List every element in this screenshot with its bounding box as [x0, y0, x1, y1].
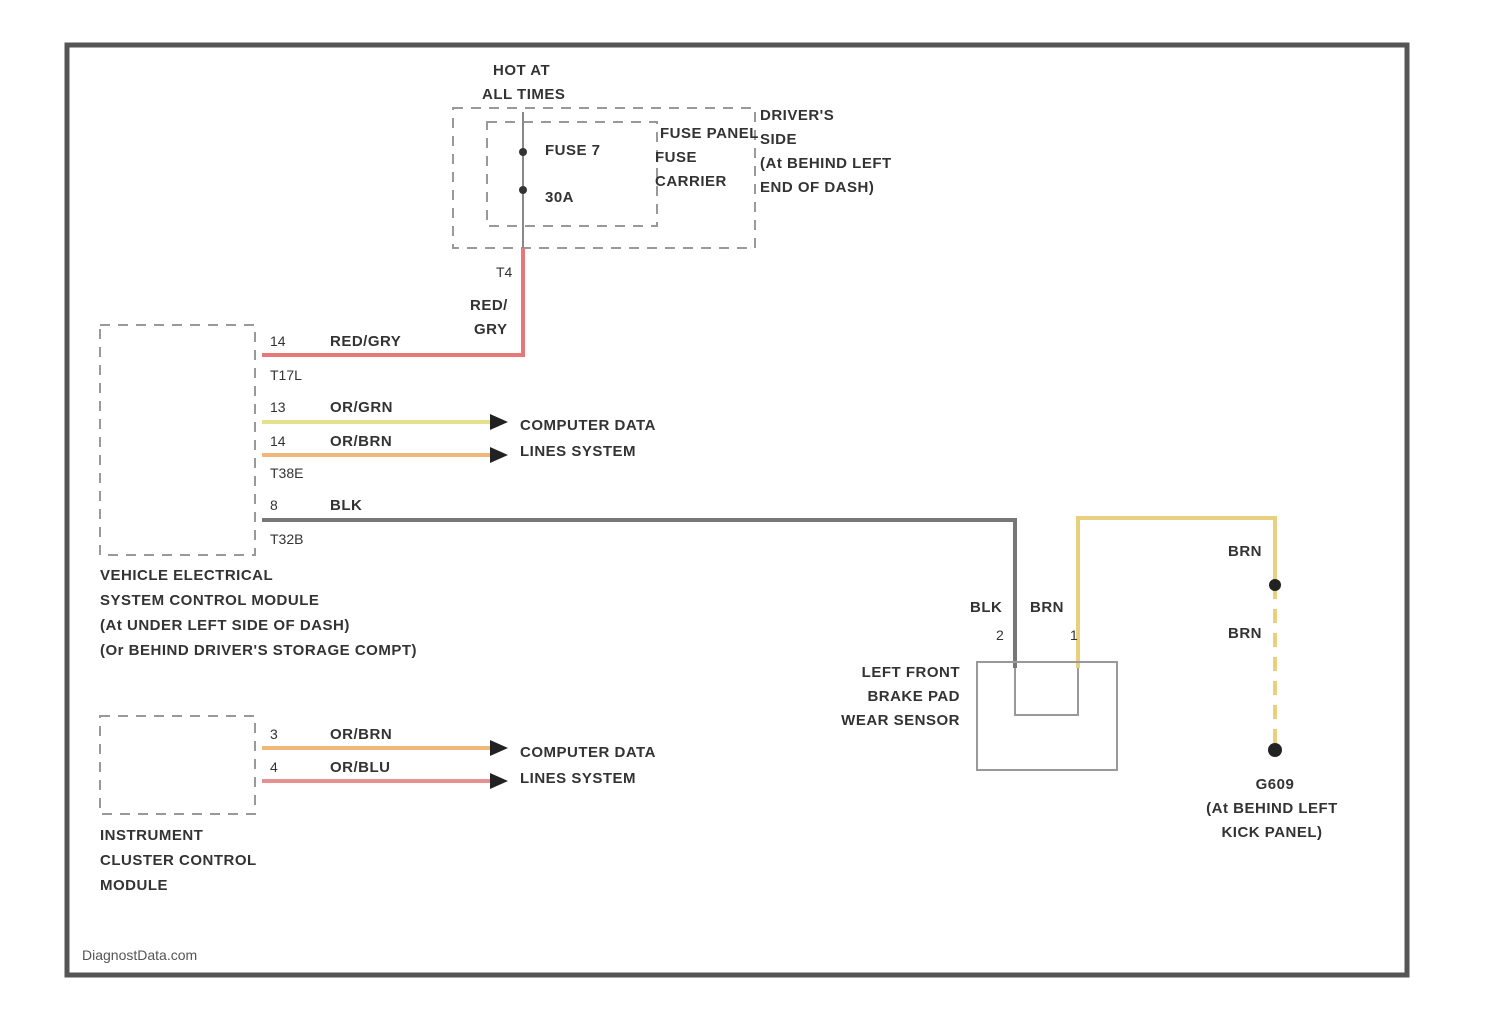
vescm-pin-data-2: 14 [270, 433, 286, 449]
fuse-panel-label-2: SIDE [760, 131, 797, 148]
ground-wire-top: BRN [1228, 543, 1262, 560]
cluster-name-3: MODULE [100, 877, 168, 894]
fuse-carrier-outline [487, 122, 657, 226]
vescm-data-dest-2: LINES SYSTEM [520, 443, 636, 460]
cluster-pin-1: 3 [270, 726, 278, 742]
ground-name-3: KICK PANEL) [1221, 824, 1322, 841]
sensor-pin-left: 2 [996, 627, 1004, 643]
fuse-block: HOT AT ALL TIMES FUSE 7 30A FUSE PANEL F… [453, 62, 892, 338]
watermark: DiagnostData.com [82, 947, 197, 963]
vescm-wire-data-1: OR/GRN [330, 399, 393, 416]
vescm-name-2: SYSTEM CONTROL MODULE [100, 592, 319, 609]
fuse-terminal-top [519, 148, 527, 156]
data-arrow-1 [490, 414, 508, 430]
vescm-connector-2: T38E [270, 465, 303, 481]
vescm-name-4: (Or BEHIND DRIVER'S STORAGE COMPT) [100, 642, 417, 659]
fuse-carrier-label-3: CARRIER [655, 173, 727, 190]
fuse-carrier-label-2: FUSE [655, 149, 697, 166]
sensor-wire-left: BLK [970, 599, 1002, 616]
vescm-data-dest-1: COMPUTER DATA [520, 417, 656, 434]
sensor-pin-right: 1 [1070, 627, 1078, 643]
brake-pad-wear-sensor: BLK BRN 2 1 LEFT FRONT BRAKE PAD WEAR SE… [841, 599, 1117, 770]
vescm-wire-power: RED/GRY [330, 333, 401, 350]
cluster-data-dest-1: COMPUTER DATA [520, 744, 656, 761]
fuse-wire-color-2: GRY [474, 321, 507, 338]
sensor-name-1: LEFT FRONT [862, 664, 960, 681]
sensor-name-2: BRAKE PAD [867, 688, 960, 705]
fuse-rating: 30A [545, 189, 574, 206]
ground-wire-bottom: BRN [1228, 625, 1262, 642]
vescm-name-3: (At UNDER LEFT SIDE OF DASH) [100, 617, 350, 634]
hot-at-label: HOT AT [493, 62, 550, 79]
vescm-connector-3: T32B [270, 531, 303, 547]
cluster-name-1: INSTRUMENT [100, 827, 203, 844]
all-times-label: ALL TIMES [482, 86, 565, 103]
cluster-data-dest-2: LINES SYSTEM [520, 770, 636, 787]
sensor-wire-right: BRN [1030, 599, 1064, 616]
vescm-pin-sensor: 8 [270, 497, 278, 513]
fuse-panel-label-3: (At BEHIND LEFT [760, 155, 892, 172]
fuse-name: FUSE 7 [545, 142, 601, 159]
fuse-panel-label-1: DRIVER'S [760, 107, 834, 124]
fuse-terminal-bottom [519, 186, 527, 194]
cluster-name-2: CLUSTER CONTROL [100, 852, 257, 869]
vescm-wire-data-2: OR/BRN [330, 433, 392, 450]
vehicle-electrical-system-control-module: 14 RED/GRY T17L 13 OR/GRN 14 OR/BRN T38E… [100, 325, 656, 659]
sensor-element [1015, 668, 1078, 715]
ground-dot [1268, 743, 1282, 757]
vescm-outline [100, 325, 255, 555]
diagram-frame [67, 45, 1407, 975]
wire-brn-sensor [1078, 518, 1275, 668]
cluster-pin-2: 4 [270, 759, 278, 775]
vescm-pin-data-1: 13 [270, 399, 286, 415]
cluster-wire-1: OR/BRN [330, 726, 392, 743]
vescm-connector-1: T17L [270, 367, 302, 383]
vescm-wire-sensor: BLK [330, 497, 362, 514]
fuse-panel-label-4: END OF DASH) [760, 179, 874, 196]
cluster-wire-2: OR/BLU [330, 759, 391, 776]
splice-dot [1269, 579, 1281, 591]
fuse-wire-color-1: RED/ [470, 297, 508, 314]
ground-g609: BRN BRN G609 (At BEHIND LEFT KICK PANEL) [1206, 543, 1338, 841]
instrument-cluster-control-module: 3 OR/BRN 4 OR/BLU INSTRUMENT CLUSTER CON… [100, 716, 656, 894]
ground-name-1: G609 [1256, 776, 1295, 793]
data-arrow-2 [490, 447, 508, 463]
sensor-name-3: WEAR SENSOR [841, 712, 960, 729]
vescm-name-1: VEHICLE ELECTRICAL [100, 567, 273, 584]
data-arrow-3 [490, 740, 508, 756]
fuse-carrier-label-1: FUSE PANEL [660, 125, 759, 142]
ground-name-2: (At BEHIND LEFT [1206, 800, 1338, 817]
data-arrow-4 [490, 773, 508, 789]
vescm-pin-power: 14 [270, 333, 286, 349]
fuse-out-pin: T4 [496, 264, 513, 280]
cluster-outline [100, 716, 255, 814]
